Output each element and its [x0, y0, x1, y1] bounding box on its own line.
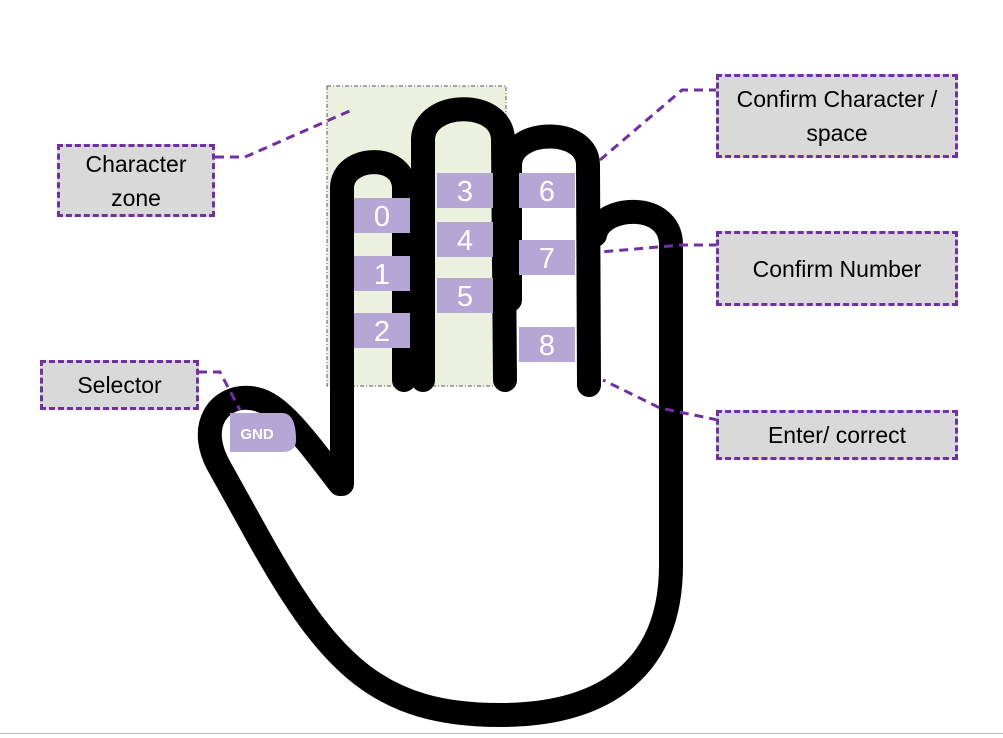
pad-8: [519, 327, 575, 362]
pad-label-gnd: GND: [240, 426, 274, 443]
pad-0: [354, 198, 410, 233]
callout-enter-correct: Enter/ correct: [716, 410, 958, 460]
pad-5: [437, 278, 493, 313]
callout-selector: Selector: [40, 360, 199, 410]
leader-selector: [198, 370, 242, 411]
touch-pads: 0 1 2 3 4 5 6 7 8 GND: [230, 173, 575, 452]
pad-label-5: 5: [457, 281, 473, 313]
pad-label-8: 8: [539, 330, 555, 362]
callout-character-zone: Character zone: [57, 144, 215, 217]
pad-label-3: 3: [457, 176, 473, 208]
callout-confirm-character-text: Confirm Character / space: [736, 86, 938, 146]
pad-4: [437, 222, 493, 257]
pad-1: [354, 256, 410, 291]
callout-selector-text: Selector: [77, 372, 162, 398]
pad-gnd: [230, 413, 296, 452]
pad-2: [354, 313, 410, 348]
pad-6: [519, 173, 575, 208]
pad-label-7: 7: [539, 243, 555, 275]
pad-label-4: 4: [457, 225, 473, 257]
callout-confirm-character: Confirm Character / space: [716, 74, 958, 158]
pad-3: [437, 173, 493, 208]
pad-label-0: 0: [374, 201, 390, 233]
pad-label-6: 6: [539, 176, 555, 208]
pad-label-2: 2: [374, 316, 390, 348]
callout-confirm-number-text: Confirm Number: [752, 255, 922, 282]
pad-7: [519, 240, 575, 275]
bottom-divider: [0, 733, 1003, 734]
callout-enter-correct-text: Enter/ correct: [767, 422, 907, 448]
pad-label-1: 1: [374, 259, 390, 291]
leader-character-zone: [215, 108, 353, 159]
callout-character-zone-text: Character zone: [85, 150, 187, 211]
callout-confirm-number: Confirm Number: [716, 231, 958, 306]
